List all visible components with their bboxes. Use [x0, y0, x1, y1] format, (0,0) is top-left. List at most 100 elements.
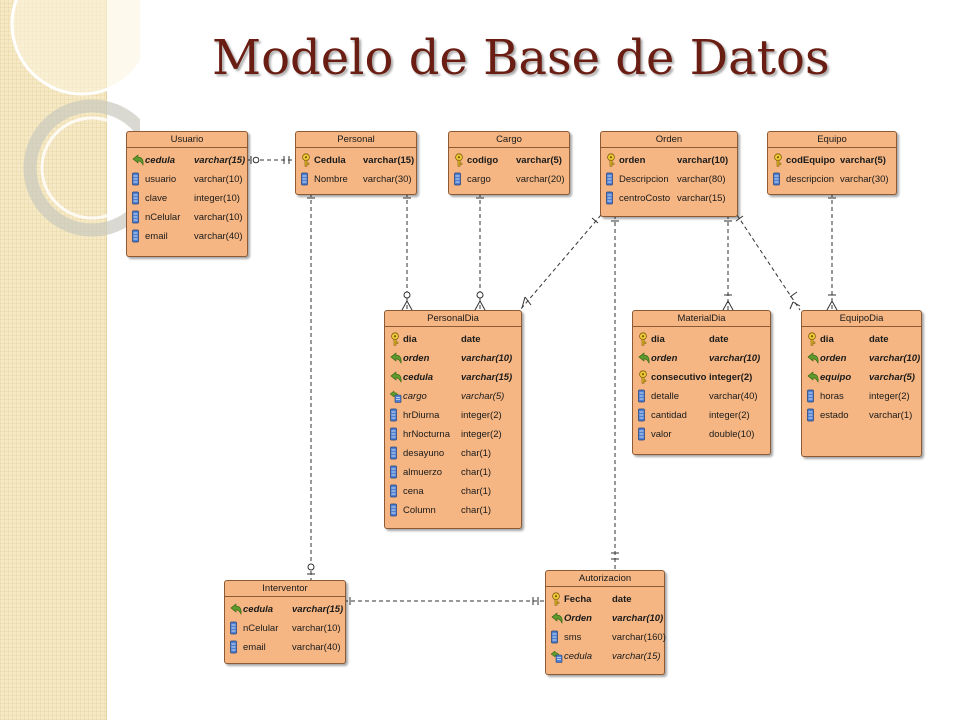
column-type: varchar(160) [612, 632, 666, 643]
connector-equipo-equipodia [826, 193, 838, 311]
connector-orden-materialdia [722, 215, 734, 311]
column-row[interactable]: hrDiurna integer(2) [385, 406, 521, 425]
column-name: Cedula [314, 155, 346, 166]
column-name: dia [651, 334, 665, 345]
column-icon [389, 427, 403, 442]
column-name: desayuno [403, 448, 445, 459]
column-name: hrDiurna [403, 410, 440, 421]
column-type: varchar(20) [516, 174, 565, 185]
column-name: sms [564, 632, 582, 643]
column-icon [131, 172, 145, 187]
column-type: varchar(80) [677, 174, 726, 185]
column-icon [389, 484, 403, 499]
column-name: cedula [243, 604, 274, 615]
column-name: orden [651, 353, 678, 364]
primary-key-icon [806, 332, 820, 347]
column-type: date [612, 594, 632, 605]
column-type: integer(2) [461, 410, 502, 421]
column-type: varchar(10) [194, 174, 243, 185]
column-type: date [709, 334, 729, 345]
column-row[interactable]: Nombre varchar(30) [296, 170, 416, 189]
column-row[interactable]: sms varchar(160) [546, 628, 666, 647]
column-type: integer(2) [461, 429, 502, 440]
column-icon [637, 408, 651, 423]
column-name: codEquipo [786, 155, 836, 166]
column-name: dia [820, 334, 834, 345]
column-name: Descripcion [619, 174, 669, 185]
primary-key-icon [453, 153, 467, 168]
column-name: cargo [403, 391, 427, 402]
column-row[interactable]: Descripcion varchar(80) [601, 170, 737, 189]
entity-title: PersonalDia [385, 311, 521, 327]
column-type: varchar(10) [612, 613, 664, 624]
primary-key-icon [389, 332, 403, 347]
column-type: varchar(30) [363, 174, 412, 185]
column-name: Nombre [314, 174, 348, 185]
primary-key-icon [637, 370, 651, 385]
column-type: integer(2) [869, 391, 910, 402]
column-row[interactable]: dia date [633, 330, 770, 349]
column-icon [605, 172, 619, 187]
foreign-primary-key-icon [806, 351, 820, 366]
column-type: varchar(5) [869, 372, 915, 383]
column-name: detalle [651, 391, 679, 402]
column-name: clave [145, 193, 168, 204]
foreign-primary-key-icon [229, 602, 243, 617]
foreign-primary-key-icon [806, 370, 820, 385]
column-icon [550, 630, 564, 645]
entity-title: Equipo [768, 132, 896, 148]
